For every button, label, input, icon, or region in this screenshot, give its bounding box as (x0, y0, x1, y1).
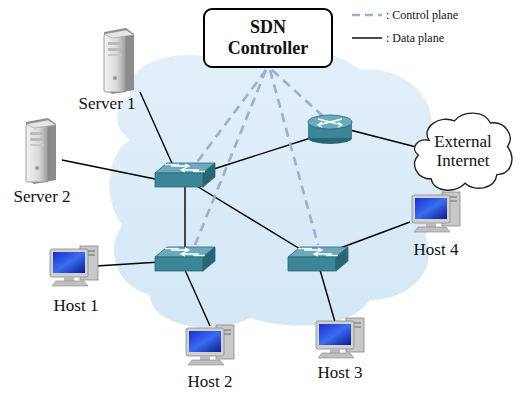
control-plane-links (195, 70, 325, 245)
host-computer-icon (316, 318, 364, 358)
network-cloud-background (110, 48, 445, 328)
node-text: Host 2 (188, 372, 233, 391)
node-text: External Internet (420, 132, 506, 170)
controller-box: SDN Controller (203, 8, 333, 68)
switch-icon (288, 247, 348, 271)
node-text: Server 2 (13, 187, 70, 206)
server-label: Server 1 (78, 94, 135, 113)
data-plane-links (62, 92, 420, 326)
internet-cloud: External Internet (410, 108, 516, 194)
control-plane-sample (352, 14, 382, 17)
host-label: Host 2 (188, 372, 233, 391)
data-plane-sample (352, 37, 382, 38)
node-text: Server 1 (78, 94, 135, 113)
node-text: Host 1 (54, 296, 99, 315)
node-text: SDN Controller (211, 17, 325, 59)
legend-samples (352, 15, 382, 38)
host-label: Host 1 (54, 296, 99, 315)
node-text: Host 3 (318, 363, 363, 382)
host-label: Host 4 (414, 240, 459, 259)
server-icon (26, 118, 56, 184)
router-icon (308, 115, 352, 144)
host-computer-icon (50, 246, 98, 286)
switch-icon (155, 163, 215, 187)
host-computer-icon (412, 192, 460, 232)
server-label: Server 2 (13, 187, 70, 206)
node-text: Host 4 (414, 240, 459, 259)
legend-text: : Control plane (386, 8, 458, 22)
host-label: Host 3 (318, 363, 363, 382)
server-icon (104, 28, 134, 94)
legend-text: : Data plane (386, 31, 444, 45)
host-computer-icon (186, 325, 234, 365)
switch-icon (155, 247, 215, 271)
